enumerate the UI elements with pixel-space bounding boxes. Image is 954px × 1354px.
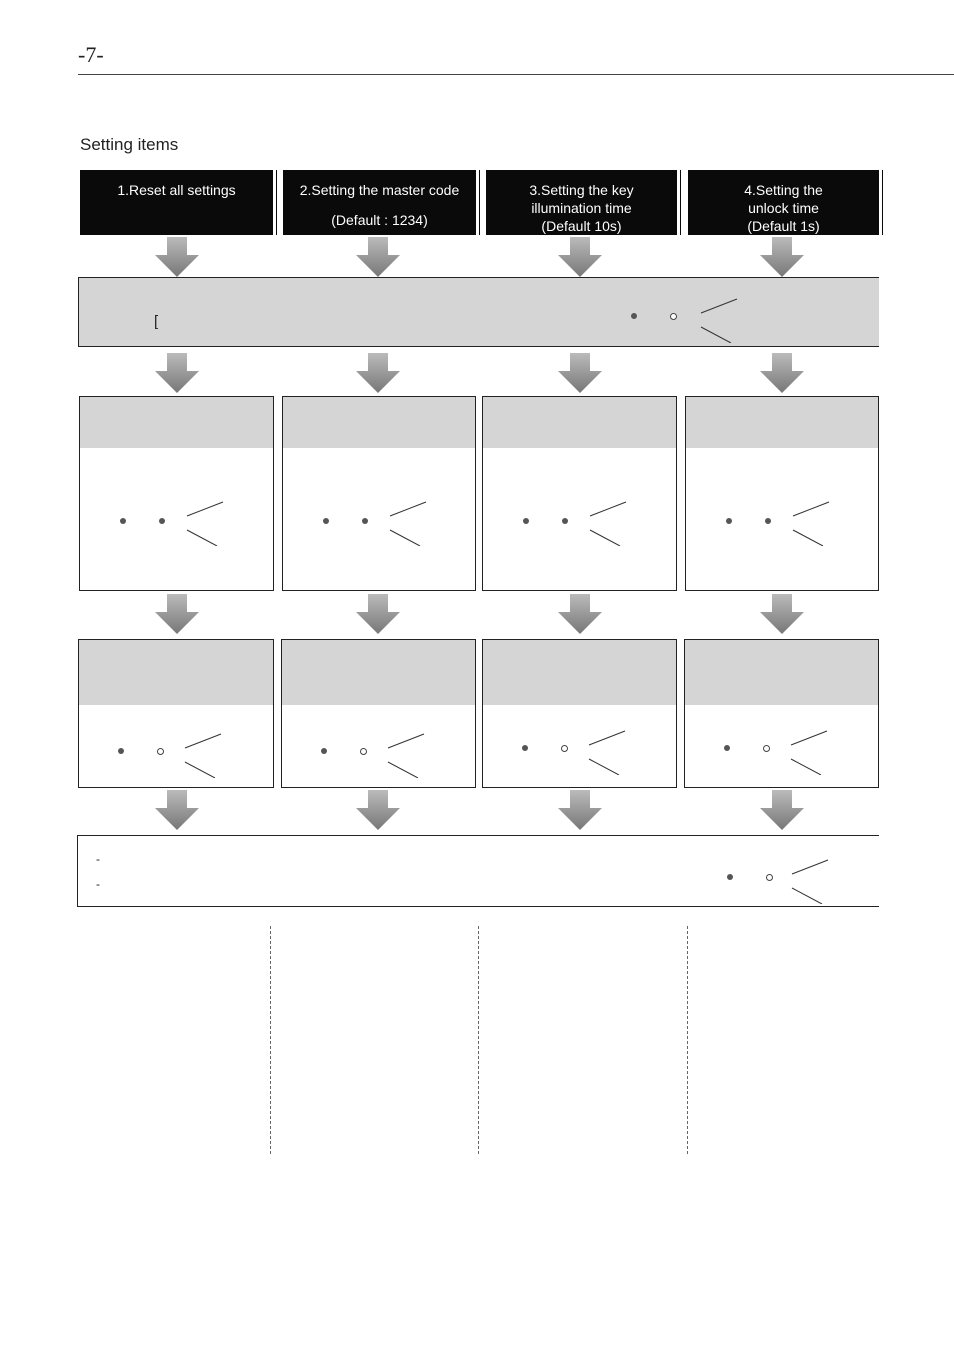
header-line: (Default : 1234): [331, 212, 428, 228]
down-arrow-icon: [155, 790, 199, 830]
beep-sound-icon: [700, 298, 738, 343]
red-led-indicator: [727, 874, 733, 880]
step2-box-header: [80, 397, 273, 448]
down-arrow-icon: [760, 594, 804, 634]
blue-led-indicator: [562, 518, 568, 524]
red-led-indicator: [120, 518, 126, 524]
beep-sound-icon: [184, 733, 222, 778]
step3-box-header: [685, 640, 878, 705]
down-arrow-icon: [155, 353, 199, 393]
down-arrow-icon: [356, 790, 400, 830]
red-led-indicator: [118, 748, 124, 754]
down-arrow-icon: [356, 237, 400, 277]
blue-led-indicator: [670, 313, 677, 320]
beep-sound-icon: [588, 730, 626, 775]
header-item-1: 1.Reset all settings: [80, 170, 273, 235]
blue-led-indicator: [360, 748, 367, 755]
final-dash-2: -: [96, 877, 100, 891]
step3-box-header: [483, 640, 676, 705]
blue-led-indicator: [763, 745, 770, 752]
header-line: illumination time: [531, 200, 632, 216]
header-item-3: 3.Setting the key illumination time (Defau…: [486, 170, 677, 235]
step2-box-header: [483, 397, 676, 448]
top-rule: [78, 74, 954, 75]
blue-led-indicator: [159, 518, 165, 524]
header-line: 2.Setting the master code: [299, 182, 460, 198]
red-led-indicator: [522, 745, 528, 751]
beep-sound-icon: [389, 501, 427, 546]
red-led-indicator: [321, 748, 327, 754]
beep-sound-icon: [186, 501, 224, 546]
note-separator: [687, 926, 688, 1154]
final-panel: [77, 835, 879, 907]
step3-box-header: [282, 640, 475, 705]
down-arrow-icon: [558, 353, 602, 393]
down-arrow-icon: [558, 790, 602, 830]
header-line: (Default 1s): [747, 218, 820, 234]
header-line: 3.Setting the key: [529, 182, 634, 198]
step3-box-header: [79, 640, 273, 705]
beep-sound-icon: [589, 501, 627, 546]
header-item-2: 2.Setting the master code (Default : 1234…: [283, 170, 476, 235]
header-line: (Default 10s): [541, 218, 622, 234]
down-arrow-icon: [760, 237, 804, 277]
red-led-indicator: [523, 518, 529, 524]
down-arrow-icon: [155, 237, 199, 277]
note-separator: [270, 926, 271, 1154]
blue-led-indicator: [765, 518, 771, 524]
blue-led-indicator: [362, 518, 368, 524]
down-arrow-icon: [558, 237, 602, 277]
down-arrow-icon: [760, 790, 804, 830]
step1-panel: [78, 277, 879, 347]
beep-sound-icon: [791, 859, 829, 904]
step2-box-header: [283, 397, 475, 448]
down-arrow-icon: [760, 353, 804, 393]
beep-sound-icon: [790, 730, 828, 775]
header-line: unlock time: [748, 200, 819, 216]
page-number: -7-: [78, 42, 104, 67]
beep-sound-icon: [792, 501, 830, 546]
blue-led-indicator: [157, 748, 164, 755]
header-item-4: 4.Setting the unlock time (Default 1s): [688, 170, 879, 235]
header-line: 4.Setting the: [744, 182, 823, 198]
blue-led-indicator: [766, 874, 773, 881]
step1-bracket-open: [: [154, 313, 159, 330]
down-arrow-icon: [155, 594, 199, 634]
down-arrow-icon: [356, 353, 400, 393]
step2-box-header: [686, 397, 878, 448]
down-arrow-icon: [558, 594, 602, 634]
red-led-indicator: [323, 518, 329, 524]
red-led-indicator: [724, 745, 730, 751]
header-line: 1.Reset all settings: [117, 182, 236, 198]
red-led-indicator: [726, 518, 732, 524]
blue-led-indicator: [561, 745, 568, 752]
beep-sound-icon: [387, 733, 425, 778]
down-arrow-icon: [356, 594, 400, 634]
red-led-indicator: [631, 313, 637, 319]
final-dash-1: -: [96, 852, 100, 866]
section-title: Setting items: [80, 135, 179, 154]
note-separator: [478, 926, 479, 1154]
